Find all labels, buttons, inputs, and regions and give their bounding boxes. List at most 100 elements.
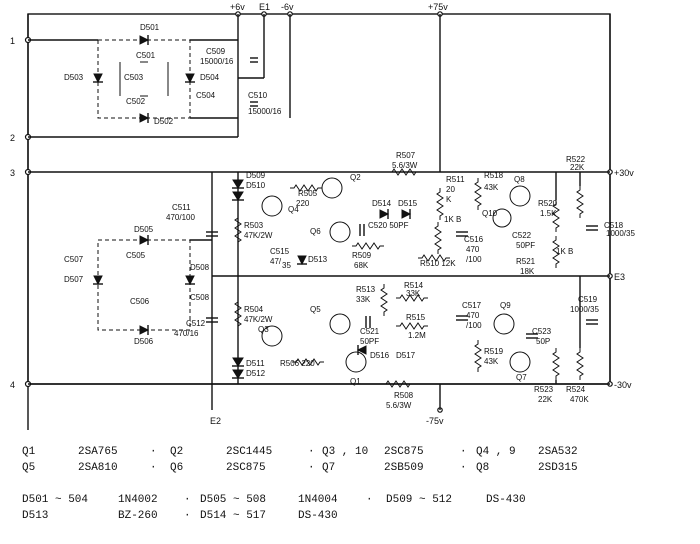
legend-part: 2SA810 <box>78 462 118 474</box>
label-c518: C518 <box>604 221 624 230</box>
label-q7: Q7 <box>516 373 527 382</box>
label-c508: C508 <box>190 293 210 302</box>
terminal-2: 2 <box>10 133 15 143</box>
legend-ref: Q1 <box>22 446 36 458</box>
legend-part: 2SC1445 <box>226 446 273 458</box>
legend-part: 1N4004 <box>298 494 338 506</box>
terminal-3: 3 <box>10 168 15 178</box>
label-r523-value: 22K <box>538 395 553 404</box>
legend-sep: · <box>184 510 191 522</box>
label-d515: D515 <box>398 199 418 208</box>
label-minus75: -75v <box>426 416 444 426</box>
legend-sep: · <box>366 494 373 506</box>
label-r504: R504 <box>244 305 264 314</box>
label-q9: Q9 <box>500 301 511 310</box>
legend-ref: D514 ~ 517 <box>200 510 267 522</box>
label-q10: Q10 <box>482 209 498 218</box>
label-r522-value: 22K <box>570 163 585 172</box>
label-c516-value: 470 <box>466 245 480 254</box>
legend-part: 2SC875 <box>384 446 424 458</box>
label-r519: R519 <box>484 347 504 356</box>
label-d505: D505 <box>134 225 154 234</box>
legend-row-2: Q5 2SA810 · Q6 2SC875 · Q7 2SB509 · Q8 2… <box>22 462 682 478</box>
legend-part: 2SB509 <box>384 462 424 474</box>
label-r515-value: 1.2M <box>408 331 426 340</box>
label-c521: C521 <box>360 327 380 336</box>
legend-ref: Q7 <box>322 462 336 474</box>
label-e1: E1 <box>259 2 270 12</box>
label-q3: Q3 <box>258 325 269 334</box>
label-d516: D516 <box>370 351 390 360</box>
label-r513: R513 <box>356 285 376 294</box>
label-d506: D506 <box>134 337 154 346</box>
label-r513-value: 33K <box>356 295 371 304</box>
label-r518-value: 43K <box>484 183 499 192</box>
label-r508: R508 <box>394 391 414 400</box>
label-r519-value: 43K <box>484 357 499 366</box>
label-d510: D510 <box>246 181 266 190</box>
legend-ref: Q3 , 10 <box>322 446 369 458</box>
label-c511-value: 470/100 <box>166 213 195 222</box>
label-r503: R503 <box>244 221 264 230</box>
label-r507-value: 5.6/3W <box>392 161 418 170</box>
label-r514: R514 <box>404 281 424 290</box>
label-c518-value: 1000/35 <box>606 229 635 238</box>
label-c521-value: 50PF <box>360 337 379 346</box>
label-d504: D504 <box>200 73 220 82</box>
label-c523-value: 50P <box>536 337 550 346</box>
legend-sep: · <box>460 462 467 474</box>
label-c517: C517 <box>462 301 482 310</box>
terminal-4: 4 <box>10 380 15 390</box>
schematic-diagram: +6v E1 -6v +75v 1 2 3 4 D501 D502 D503 D… <box>10 2 635 430</box>
legend-ref: Q4 , 9 <box>476 446 516 458</box>
board-outline <box>27 13 611 385</box>
label-c511: C511 <box>172 203 191 212</box>
label-c505: C505 <box>126 251 146 260</box>
label-r511-value: 20 <box>446 185 455 194</box>
parts-legend: Q1 2SA765 · Q2 2SC1445 · Q3 , 10 2SC875 … <box>22 446 682 526</box>
legend-ref: D505 ~ 508 <box>200 494 267 506</box>
label-q8: Q8 <box>514 175 525 184</box>
legend-sep: · <box>308 462 315 474</box>
label-q1: Q1 <box>350 377 361 386</box>
legend-ref: D501 ~ 504 <box>22 494 89 506</box>
label-r511: R511 <box>446 175 465 184</box>
label-c510-value: 15000/16 <box>248 107 282 116</box>
label-r507: R507 <box>396 151 416 160</box>
legend-part: BZ-260 <box>118 510 158 522</box>
label-plus75: +75v <box>428 2 448 12</box>
label-r521: R521 <box>516 257 536 266</box>
label-c502: C502 <box>126 97 146 106</box>
label-d502: D502 <box>154 117 174 126</box>
label-minus30: -30v <box>614 380 632 390</box>
legend-sep: · <box>308 446 315 458</box>
label-c517-value: 470 <box>466 311 480 320</box>
legend-sep: · <box>150 446 157 458</box>
label-q2: Q2 <box>350 173 361 182</box>
label-d512: D512 <box>246 369 266 378</box>
label-r512-value: 1K B <box>444 215 461 224</box>
label-r510: R510 12K <box>420 259 456 268</box>
label-q6: Q6 <box>310 227 321 236</box>
label-r520: R520 <box>538 199 558 208</box>
legend-part: DS-430 <box>298 510 338 522</box>
label-c522-value: 50PF <box>516 241 535 250</box>
label-d513: D513 <box>308 255 328 264</box>
label-r504-value: 47K/2W <box>244 315 273 324</box>
label-c515: C515 <box>270 247 290 256</box>
label-r509: R509 <box>352 251 372 260</box>
label-c506: C506 <box>130 297 150 306</box>
label-c515-value2: 35 <box>282 261 291 270</box>
label-c515-value: 47/ <box>270 257 282 266</box>
label-c520: C520 50PF <box>368 221 409 230</box>
legend-ref: Q5 <box>22 462 36 474</box>
legend-ref: Q6 <box>170 462 184 474</box>
label-c507: C507 <box>64 255 84 264</box>
label-e2: E2 <box>210 416 221 426</box>
label-r523: R523 <box>534 385 554 394</box>
legend-part: 2SC875 <box>226 462 266 474</box>
label-r506: R506 220 <box>280 359 315 368</box>
label-c519-value: 1000/35 <box>570 305 599 314</box>
legend-sep: · <box>184 494 191 506</box>
label-q5: Q5 <box>310 305 321 314</box>
